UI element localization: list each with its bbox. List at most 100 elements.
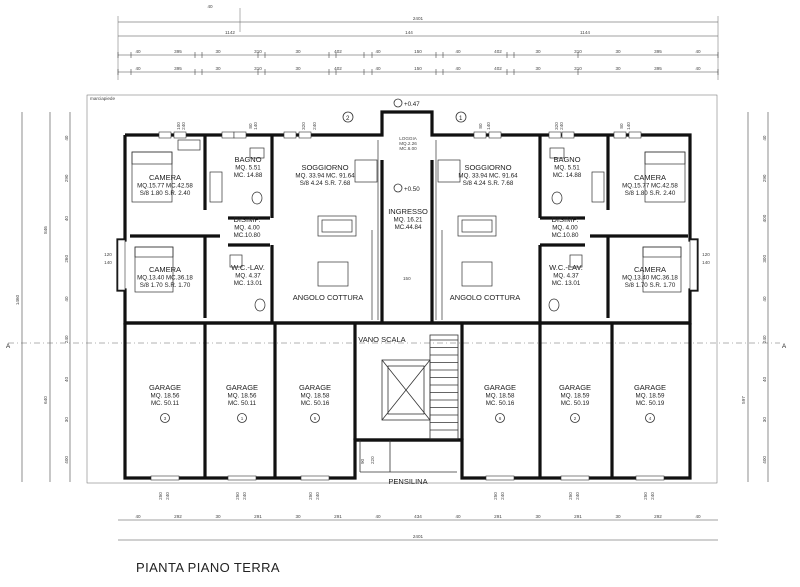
window-dim: 240 bbox=[312, 122, 317, 130]
top-row2-labels-item: 310 bbox=[574, 49, 582, 54]
right-side-labels-item: 300 bbox=[762, 255, 767, 263]
garage-mark-g5: 5 bbox=[314, 416, 317, 421]
top-row3-labels-item: 395 bbox=[654, 66, 662, 71]
garage-door-dim: 240 bbox=[242, 492, 247, 500]
room-label-camera-tl: S/8 1.80 S.R. 2.40 bbox=[140, 190, 191, 197]
bottom-row1-labels-item: 291 bbox=[574, 514, 582, 519]
room-label-camera-bl: S/8 1.70 S.R. 1.70 bbox=[140, 282, 191, 289]
room-label-loggia: MC.6.00 bbox=[399, 146, 417, 151]
top-row2-labels-item: 30 bbox=[535, 49, 541, 54]
bottom-row1-labels-item: 40 bbox=[455, 514, 461, 519]
garage-label-g5: GARAGE bbox=[299, 383, 331, 392]
top-row2-labels-item: 402 bbox=[334, 49, 342, 54]
garage-mark-circle bbox=[570, 413, 580, 423]
top-row3-labels-item: 310 bbox=[254, 66, 262, 71]
garage-mark-circle bbox=[310, 413, 320, 423]
top-total-dim: 2401 bbox=[413, 16, 424, 21]
bottom-row1-labels-item: 30 bbox=[535, 514, 541, 519]
right-side-labels-item: 240 bbox=[762, 335, 767, 343]
garage-mark-g6: 6 bbox=[499, 416, 502, 421]
room-label-disimp-r: MC.10.80 bbox=[552, 232, 579, 239]
top-row2-labels-item: 40 bbox=[455, 49, 461, 54]
window-dim: 320 bbox=[301, 122, 306, 130]
top-row3-labels-item: 30 bbox=[215, 66, 221, 71]
right-side-labels-item: 40 bbox=[762, 296, 767, 302]
top-row2-labels-item: 40 bbox=[695, 49, 701, 54]
room-label-loggia: LOGGIA bbox=[399, 136, 418, 141]
garage-door-dim: 250 bbox=[493, 492, 498, 500]
side-window-dim-left: 120 bbox=[104, 252, 112, 257]
apartment-mark-1: 1 bbox=[459, 115, 463, 122]
room-label-cottura-r: ANGOLO COTTURA bbox=[450, 293, 520, 302]
garage-mark-g2: 2 bbox=[574, 416, 577, 421]
window-dim: 80 bbox=[619, 123, 624, 129]
section-marker-right: A bbox=[782, 343, 787, 350]
center-dim-150: 150 bbox=[403, 276, 411, 281]
room-label-soggiorno-r: MQ. 33.94 MC. 91.64 bbox=[458, 173, 518, 180]
top-row3-labels-item: 150 bbox=[414, 66, 422, 71]
room-label-disimp-l: DISIMP. bbox=[234, 215, 261, 224]
room-label-soggiorno-r: S/8 4.24 S.R. 7.68 bbox=[463, 180, 514, 187]
room-label-pensilina: PENSILINA bbox=[388, 477, 427, 486]
top-row2-labels-item: 30 bbox=[215, 49, 221, 54]
garage-mark-circle bbox=[237, 413, 247, 423]
left-side-labels-item: 40 bbox=[64, 296, 69, 302]
top-row3-labels-item: 40 bbox=[135, 66, 141, 71]
room-label-disimp-r: DISIMP. bbox=[552, 215, 579, 224]
room-label-camera-tl: MQ.15.77 MC.42.58 bbox=[137, 183, 193, 190]
room-label-loggia: MQ.2.26 bbox=[399, 141, 417, 146]
left-side-labels-item: 40 bbox=[64, 376, 69, 382]
window-dim: 240 bbox=[559, 122, 564, 130]
room-label-camera-br: CAMERA bbox=[634, 265, 666, 274]
room-label-disimp-l: MC.10.80 bbox=[234, 232, 261, 239]
top-row2-labels-item: 310 bbox=[254, 49, 262, 54]
left-total-dim: 1460 bbox=[15, 294, 20, 305]
left-side-labels-item: 260 bbox=[64, 255, 69, 263]
garage-mark-circle bbox=[160, 413, 170, 423]
garage-door-dim: 240 bbox=[315, 492, 320, 500]
window-dim: 140 bbox=[253, 122, 258, 130]
bottom-row1-labels-item: 40 bbox=[695, 514, 701, 519]
top-row2-labels-item: 395 bbox=[654, 49, 662, 54]
top-row3-labels-item: 310 bbox=[574, 66, 582, 71]
top-row2-labels-item: 30 bbox=[615, 49, 621, 54]
room-label-soggiorno-r: SOGGIORNO bbox=[464, 163, 511, 172]
bottom-row1-labels-item: 434 bbox=[414, 514, 422, 519]
left-sub-dim-bottom: 640 bbox=[43, 396, 48, 404]
garage-label-g6: GARAGE bbox=[484, 383, 516, 392]
bottom-row1-labels-item: 291 bbox=[254, 514, 262, 519]
room-label-ingresso: MC.44.84 bbox=[395, 224, 422, 231]
garage-label-g5: MQ. 18.58 bbox=[301, 393, 330, 400]
bottom-row1-labels-item: 292 bbox=[174, 514, 182, 519]
right-side-labels-item: 400 bbox=[762, 214, 767, 222]
bottom-row1-labels-item: 30 bbox=[295, 514, 301, 519]
top-row2-labels-item: 395 bbox=[174, 49, 182, 54]
room-label-wc-r: MQ. 4.37 bbox=[553, 273, 579, 280]
side-window-dim-right: 140 bbox=[702, 260, 710, 265]
side-window-dim-left: 140 bbox=[104, 260, 112, 265]
top-half-dim-center: 144 bbox=[405, 30, 413, 35]
garage-label-g4: GARAGE bbox=[634, 383, 666, 392]
garage-door-dim: 250 bbox=[643, 492, 648, 500]
window-dim: 140 bbox=[626, 122, 631, 130]
room-label-wc-l: MQ. 4.37 bbox=[235, 273, 261, 280]
right-side-labels-item: 40 bbox=[762, 135, 767, 141]
room-label-ingresso: INGRESSO bbox=[388, 207, 428, 216]
top-level-label: +0.47 bbox=[404, 101, 420, 108]
bottom-total-dim: 2401 bbox=[413, 534, 424, 539]
left-side-labels-item: 40 bbox=[64, 135, 69, 141]
left-side-labels-item: 40 bbox=[64, 216, 69, 222]
garage-label-g2: GARAGE bbox=[559, 383, 591, 392]
room-label-camera-tl: CAMERA bbox=[149, 173, 181, 182]
garage-door-dim: 240 bbox=[500, 492, 505, 500]
furniture bbox=[131, 139, 686, 320]
room-label-soggiorno-l: SOGGIORNO bbox=[301, 163, 348, 172]
top-half-dim-right: 1144 bbox=[580, 30, 590, 35]
garage-label-g6: MC. 50.16 bbox=[486, 400, 515, 407]
garage-label-g5: MC. 50.16 bbox=[301, 400, 330, 407]
right-sub-dim: 597 bbox=[741, 396, 746, 404]
bottom-row1-labels-item: 291 bbox=[494, 514, 502, 519]
